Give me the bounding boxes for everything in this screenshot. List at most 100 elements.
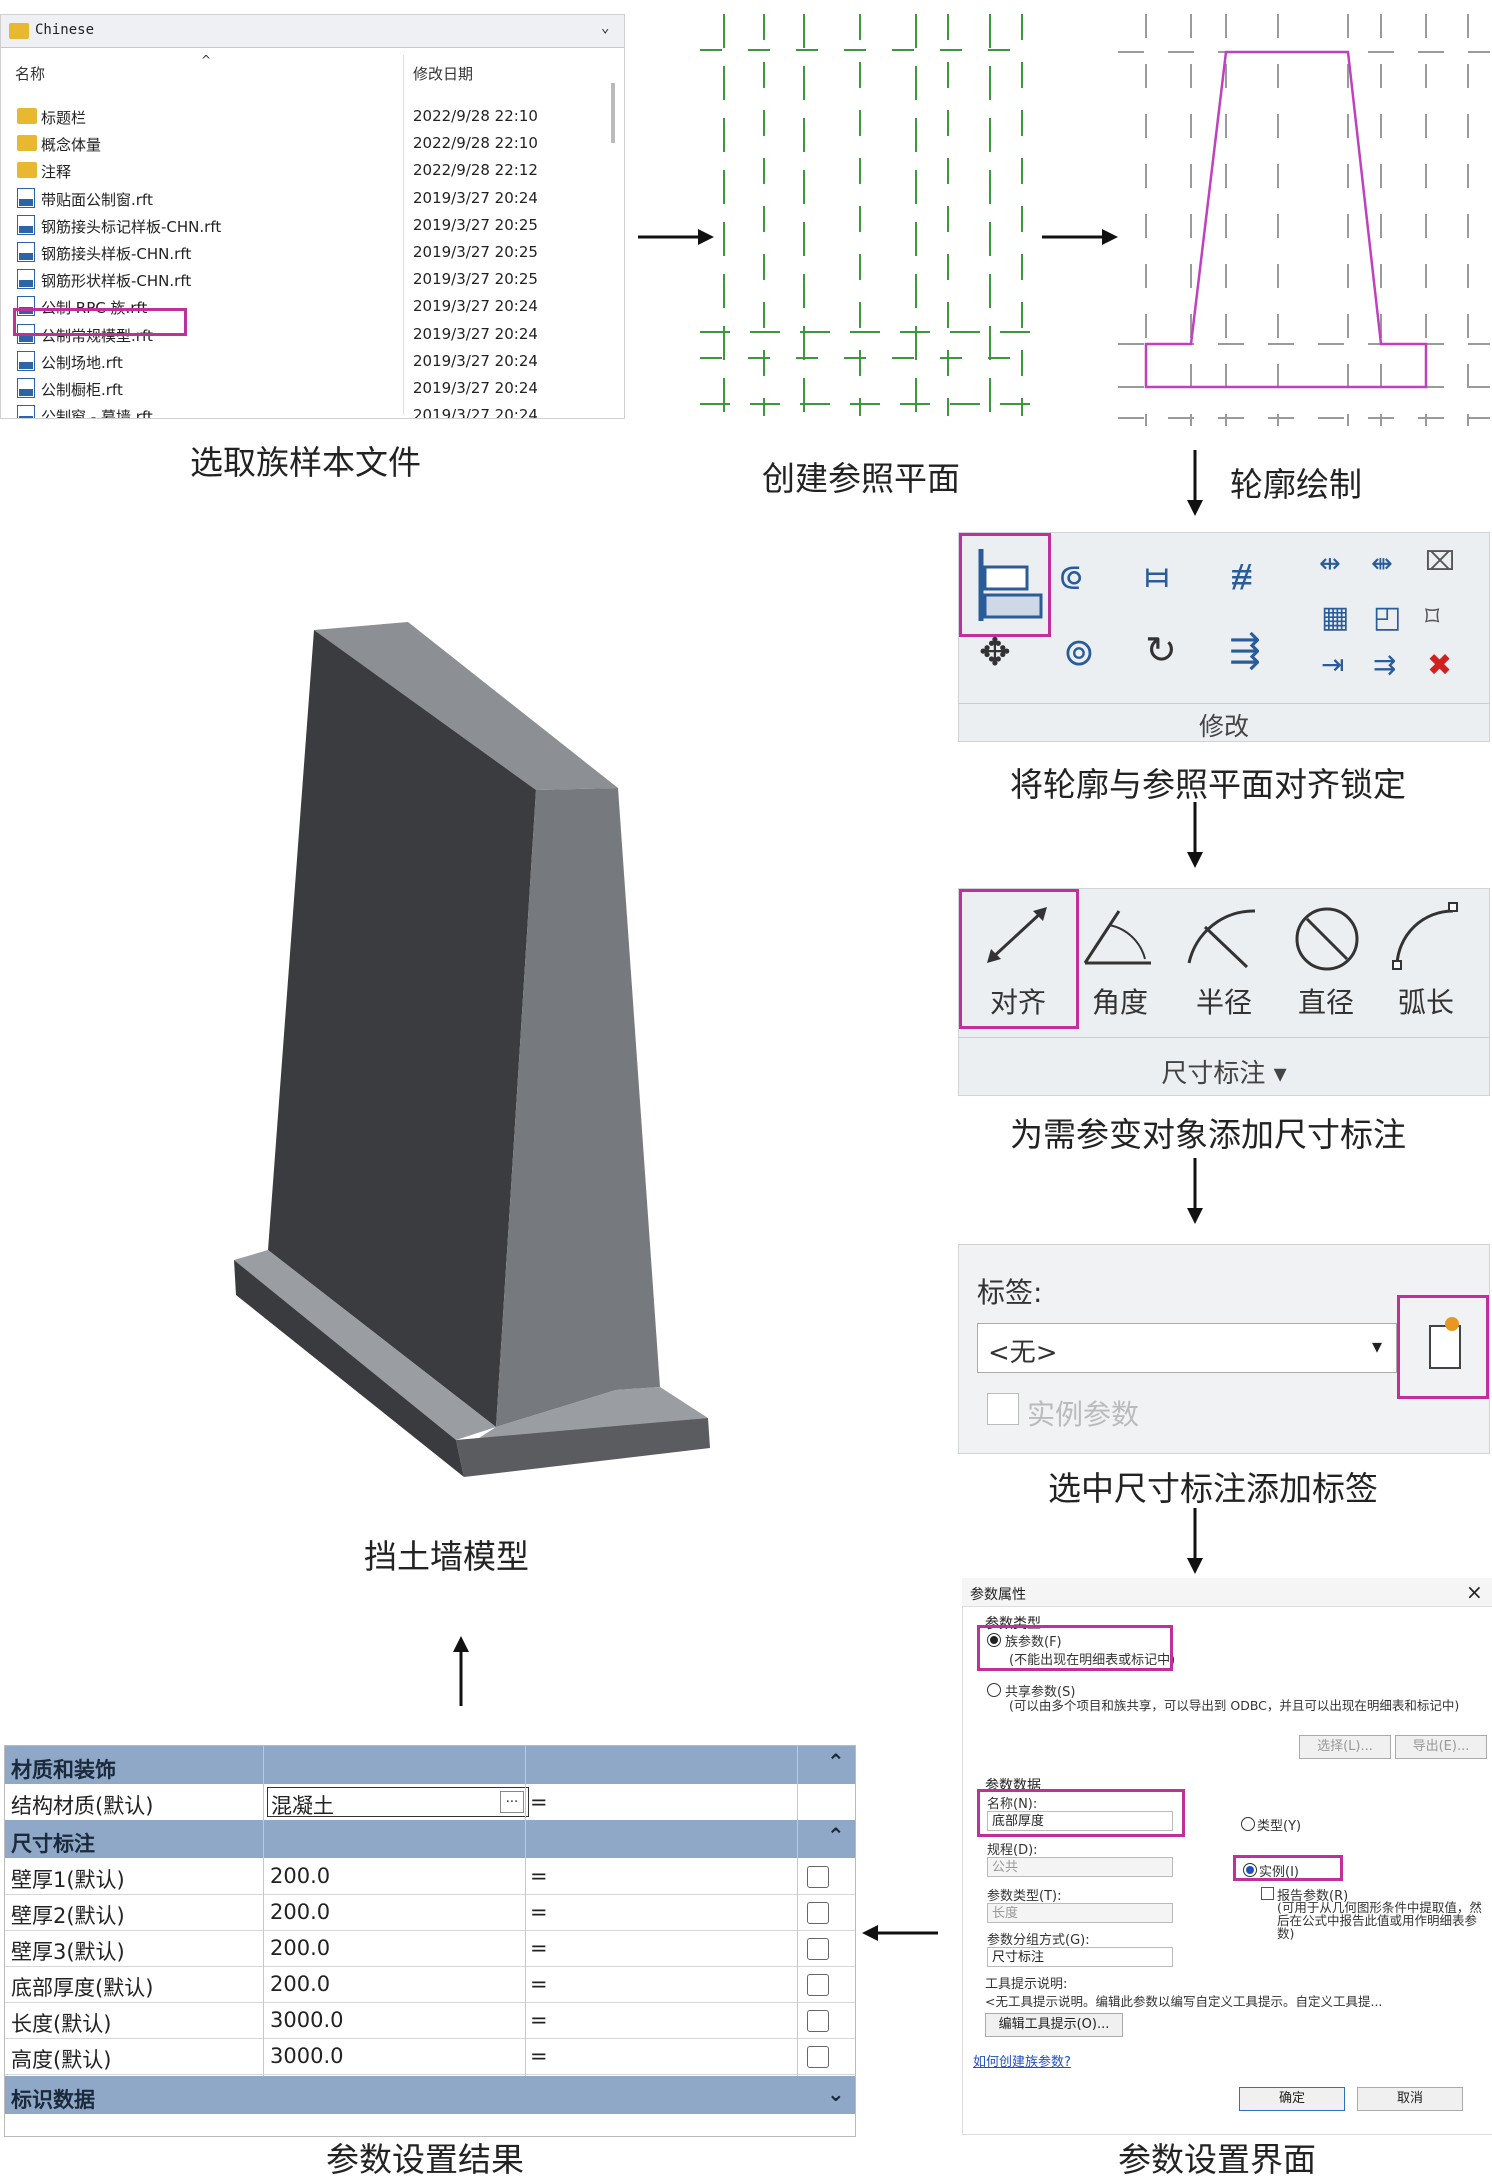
- aligned-dimension-icon[interactable]: [977, 903, 1057, 973]
- row-eq: =: [530, 1864, 548, 1888]
- group-select[interactable]: 尺寸标注: [987, 1947, 1173, 1967]
- modify-panel: ⟃ ⧦ ⧥ ⇹ ⇼ ⌧ ✥ ⊚ ↻ ⇶ ▦ ◰ ⌑ ⇥ ⇉ ✖ 修改: [958, 532, 1490, 742]
- report-checkbox[interactable]: [807, 2010, 829, 2032]
- edit-tooltip-button[interactable]: 编辑工具提示(O)...: [985, 2013, 1123, 2037]
- column-date-header[interactable]: 修改日期: [413, 65, 474, 83]
- file-name: 钢筋接头样板-CHN.rft: [41, 245, 192, 263]
- scrollbar-thumb[interactable]: [611, 83, 615, 143]
- section-dimensions[interactable]: 尺寸标注 ⌃: [5, 1820, 855, 1858]
- scale-icon[interactable]: ◰: [1373, 600, 1402, 635]
- caption-draw-profile: 轮廓绘制: [1230, 465, 1362, 504]
- column-name-header[interactable]: 名称: [15, 65, 46, 83]
- dimension-tool-arc-length[interactable]: 弧长: [1397, 986, 1454, 1019]
- mirror-draw-axis-icon[interactable]: ⧥: [1231, 552, 1253, 596]
- copy-icon[interactable]: ⊚: [1063, 630, 1095, 674]
- collapse-icon[interactable]: ⌃: [827, 1750, 845, 1774]
- table-row[interactable]: 壁厚2(默认)200.0=: [5, 1894, 855, 1931]
- table-row[interactable]: 高度(默认)3000.0=: [5, 2038, 855, 2075]
- arrow-down-1: [1187, 450, 1203, 516]
- family-param-radio[interactable]: [987, 1633, 1001, 1647]
- section-identity-label: 标识数据: [11, 2088, 95, 2112]
- name-field[interactable]: 底部厚度: [987, 1811, 1173, 1831]
- browse-button[interactable]: ...: [500, 1791, 524, 1813]
- material-field[interactable]: 混凝土 ...: [267, 1787, 529, 1818]
- mirror-pick-axis-icon[interactable]: ⧦: [1145, 552, 1169, 596]
- offset-icon[interactable]: ⟃: [1059, 554, 1082, 598]
- row-value[interactable]: 200.0: [270, 1972, 331, 1996]
- discipline-select[interactable]: 公共: [987, 1857, 1173, 1877]
- row-value[interactable]: 3000.0: [270, 2044, 344, 2068]
- instance-radio[interactable]: [1243, 1863, 1257, 1877]
- dimension-tool-aligned[interactable]: 对齐: [989, 986, 1046, 1019]
- path-bar[interactable]: Chinese ⌄: [1, 15, 624, 48]
- dimension-tool-angular[interactable]: 角度: [1091, 986, 1148, 1019]
- close-icon[interactable]: ×: [1466, 1580, 1483, 1604]
- arc-length-dimension-icon[interactable]: [1387, 899, 1467, 973]
- diameter-dimension-icon[interactable]: [1287, 903, 1367, 973]
- row-value[interactable]: 200.0: [270, 1900, 331, 1924]
- report-checkbox[interactable]: [807, 1938, 829, 1960]
- param-type-select[interactable]: 长度: [987, 1903, 1173, 1923]
- rft-file-icon: [17, 214, 35, 235]
- expand-icon[interactable]: ⌄: [827, 2082, 845, 2106]
- trim-single-icon[interactable]: ⇥: [1321, 648, 1345, 681]
- table-row[interactable]: 底部厚度(默认)200.0=: [5, 1966, 855, 2003]
- angular-dimension-icon[interactable]: [1079, 903, 1159, 973]
- table-row[interactable]: 长度(默认)3000.0=: [5, 2002, 855, 2039]
- shared-param-radio[interactable]: [987, 1683, 1001, 1697]
- unpin-icon[interactable]: ⌧: [1425, 547, 1455, 577]
- modify-panel-label: 修改: [1198, 712, 1249, 741]
- report-checkbox[interactable]: [807, 1902, 829, 1924]
- section-material[interactable]: 材质和装饰 ⌃: [5, 1746, 855, 1784]
- row-value[interactable]: 200.0: [270, 1936, 331, 1960]
- split-element-icon[interactable]: ⇹: [1319, 549, 1341, 579]
- align-tool-icon[interactable]: [973, 545, 1043, 625]
- table-row[interactable]: 壁厚1(默认)200.0=: [5, 1858, 855, 1895]
- report-checkbox[interactable]: [807, 1866, 829, 1888]
- family-param-icon[interactable]: [1429, 1317, 1461, 1369]
- collapse-icon[interactable]: ⌃: [827, 1824, 845, 1848]
- instance-checkbox[interactable]: [987, 1393, 1019, 1425]
- delete-icon[interactable]: ✖: [1427, 648, 1453, 683]
- array-icon[interactable]: ▦: [1321, 600, 1350, 635]
- cancel-button[interactable]: 取消: [1357, 2087, 1463, 2111]
- select-button[interactable]: 选择(L)...: [1299, 1735, 1391, 1759]
- help-link[interactable]: 如何创建族参数?: [973, 2055, 1071, 2070]
- dropdown-arrow-icon[interactable]: ▾: [1372, 1334, 1383, 1358]
- radial-dimension-icon[interactable]: [1185, 903, 1265, 973]
- ok-button[interactable]: 确定: [1239, 2087, 1345, 2111]
- rotate-icon[interactable]: ↻: [1145, 628, 1177, 672]
- section-identity[interactable]: 标识数据 ⌄: [5, 2076, 855, 2114]
- report-checkbox[interactable]: [807, 1974, 829, 1996]
- file-date: 2019/3/27 20:24: [413, 324, 538, 343]
- dimension-tool-radial[interactable]: 半径: [1195, 986, 1252, 1019]
- trim-multiple-icon[interactable]: ⇉: [1373, 648, 1397, 681]
- move-icon[interactable]: ✥: [979, 630, 1011, 674]
- export-button[interactable]: 导出(E)...: [1395, 1735, 1487, 1759]
- chevron-down-icon[interactable]: ⌄: [601, 20, 610, 36]
- report-checkbox[interactable]: [807, 2046, 829, 2068]
- table-row[interactable]: 壁厚3(默认)200.0=: [5, 1930, 855, 1967]
- dimension-panel-footer[interactable]: 尺寸标注 ▾: [1161, 1059, 1287, 1089]
- label-select[interactable]: <无> ▾: [977, 1323, 1397, 1373]
- split-gap-icon[interactable]: ⇼: [1371, 549, 1393, 579]
- rft-file-icon: [17, 405, 35, 418]
- report-param-checkbox[interactable]: [1261, 1887, 1274, 1900]
- pin-icon[interactable]: ⌑: [1425, 600, 1440, 633]
- caption-param-ui: 参数设置界面: [1118, 2140, 1316, 2179]
- row-value[interactable]: 3000.0: [270, 2008, 344, 2032]
- dimension-tool-diameter[interactable]: 直径: [1297, 986, 1354, 1019]
- row-value[interactable]: 200.0: [270, 1864, 331, 1888]
- trim-extend-icon[interactable]: ⇶: [1229, 628, 1261, 672]
- type-radio[interactable]: [1241, 1817, 1255, 1831]
